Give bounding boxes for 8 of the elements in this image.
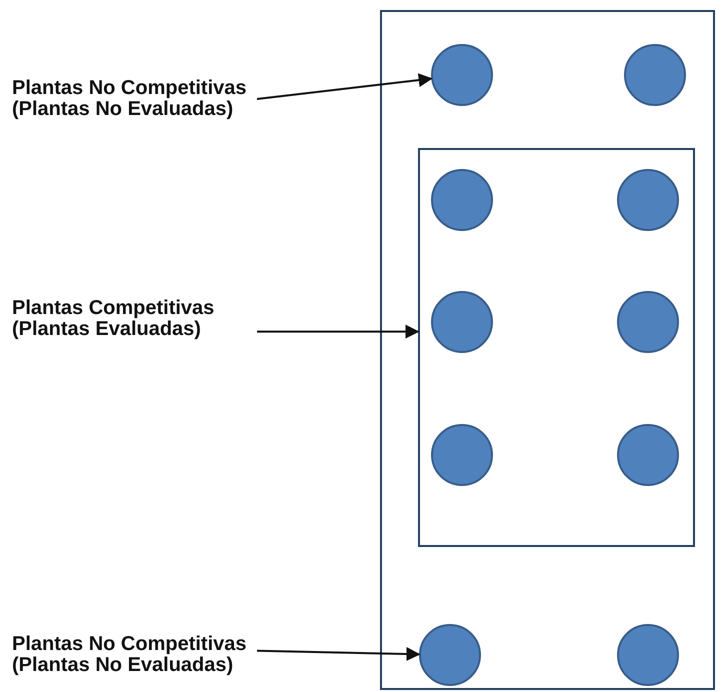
plot-border [380,10,715,690]
arrow [256,647,420,662]
callout-label: Plantas Competitivas (Plantas Evaluadas) [12,298,257,340]
callout-label: Plantas No Competitivas (Plantas No Evaluadas) [12,634,257,676]
callout-label: Plantas No Competitivas (Plantas No Evaluadas) [12,78,257,120]
arrow [257,324,420,339]
plot-border [418,148,695,547]
arrow [256,73,433,100]
